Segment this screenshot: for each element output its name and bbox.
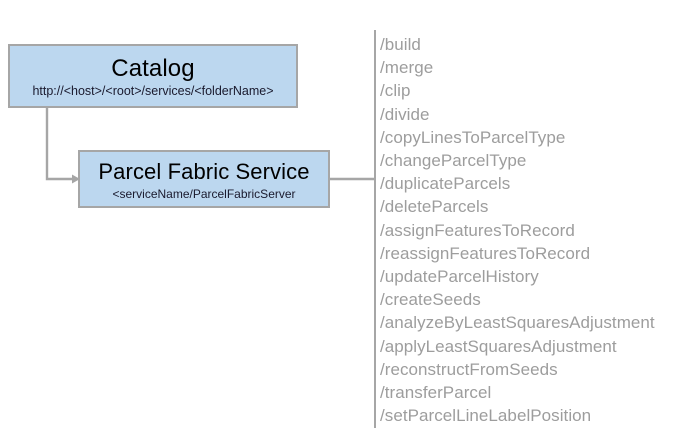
operation-item[interactable]: /clip	[380, 81, 411, 101]
operation-item[interactable]: /transferParcel	[380, 383, 492, 403]
operation-item[interactable]: /updateParcelHistory	[380, 267, 539, 287]
node-catalog[interactable]: Catalog http://<host>/<root>/services/<f…	[8, 44, 298, 108]
node-parcel-fabric-service-subtitle: <serviceName/ParcelFabricServer	[112, 186, 296, 201]
connector-catalog-to-parcel-fabric-service	[45, 108, 72, 181]
operation-item[interactable]: /merge	[380, 58, 434, 78]
operation-item[interactable]: /reassignFeaturesToRecord	[380, 243, 591, 263]
operation-item[interactable]: /createSeeds	[380, 290, 481, 310]
operation-item[interactable]: /changeParcelType	[380, 151, 527, 171]
operation-item[interactable]: /analyzeByLeastSquaresAdjustment	[380, 313, 655, 333]
operation-item[interactable]: /reconstructFromSeeds	[380, 359, 558, 379]
node-parcel-fabric-service-title: Parcel Fabric Service	[98, 158, 310, 184]
operation-item[interactable]: /applyLeastSquaresAdjustment	[380, 336, 617, 356]
connector-arrowhead-icon	[72, 174, 80, 184]
operation-item[interactable]: /assignFeaturesToRecord	[380, 220, 575, 240]
operations-panel: /build/merge/clip/divide/copyLinesToParc…	[374, 30, 686, 430]
operations-list: /build/merge/clip/divide/copyLinesToParc…	[380, 33, 655, 427]
operation-item[interactable]: /deleteParcels	[380, 197, 489, 217]
operations-divider	[374, 30, 376, 428]
operation-item[interactable]: /setParcelLineLabelPosition	[380, 406, 592, 426]
operation-item[interactable]: /build	[380, 35, 421, 54]
node-catalog-title: Catalog	[111, 55, 195, 82]
operation-item[interactable]: /duplicateParcels	[380, 174, 511, 194]
operation-item[interactable]: /copyLinesToParcelType	[380, 127, 566, 147]
node-parcel-fabric-service[interactable]: Parcel Fabric Service <serviceName/Parce…	[78, 150, 330, 208]
node-catalog-subtitle: http://<host>/<root>/services/<folderNam…	[32, 84, 274, 98]
operation-item[interactable]: /divide	[380, 104, 430, 124]
